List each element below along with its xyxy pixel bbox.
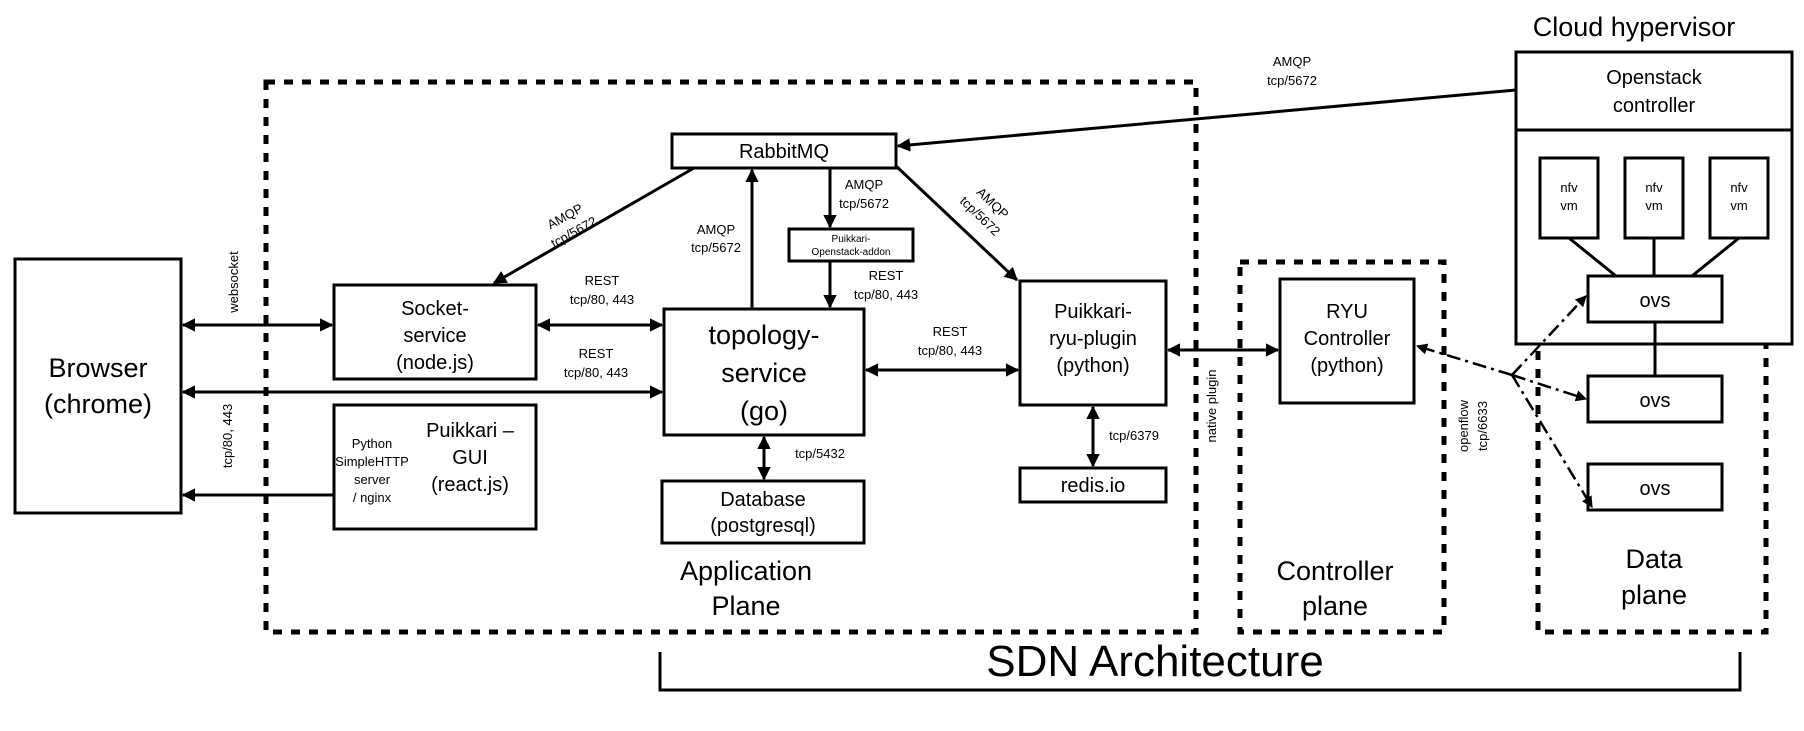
nfv-vm-3 [1708,156,1770,240]
puikkari-gui-box [332,403,538,531]
ovs-1-label: ovs [1639,290,1670,312]
amqp-cloud-label-2: tcp/5672 [1267,73,1317,88]
rest-addon-label-2: tcp/80, 443 [854,287,918,302]
gui-server-label-3: server [354,472,391,487]
gui-title-label-1: Puikkari – [426,420,515,442]
rabbitmq-ryuplugin-arrow [894,164,1019,282]
application-plane-zone [263,79,1199,635]
amqp-addon-label-2: tcp/5672 [839,196,889,211]
redis-box [1018,466,1168,504]
vm3-ovs-link [1691,236,1740,278]
ryu-controller-label-1: RYU [1326,301,1368,323]
rest-browser-label-2: tcp/80, 443 [564,365,628,380]
amqp-addon-label-1: AMQP [845,177,883,192]
topology-service-label-1: topology- [708,320,819,350]
ovs-2-label: ovs [1639,390,1670,412]
rest-socket-label-1: REST [585,273,620,288]
rest-addon-label-1: REST [869,268,904,283]
nfv-vm-3-label-1: nfv [1730,180,1748,195]
topology-service-box [662,307,866,437]
openflow-label-1: openflow [1456,399,1471,452]
amqp-topology-label-2: tcp/5672 [691,240,741,255]
rabbitmq-box [670,132,898,170]
rabbitmq-label: RabbitMQ [739,141,829,163]
ryu-controller-box [1278,277,1416,405]
socket-service-label-1: Socket- [401,298,469,320]
nfv-vm-2-label-2: vm [1645,198,1662,213]
vm1-ovs-link [1568,236,1617,278]
openstack-controller-label-1: Openstack [1606,67,1703,89]
redis-port-label: tcp/6379 [1109,428,1159,443]
ryu-plugin-label-2: ryu-plugin [1049,328,1137,350]
database-box [660,479,866,545]
nfv-vm-1-label-2: vm [1560,198,1577,213]
database-label-1: Database [720,489,806,511]
data-plane-label-2: plane [1621,580,1687,610]
ovs-box-3 [1586,462,1724,512]
native-plugin-label: native plugin [1204,370,1219,443]
openstack-addon-label-2: Openstack-addon [812,247,891,258]
data-plane-label-1: Data [1625,544,1683,574]
gui-server-label-1: Python [352,436,392,451]
openflow-ovs3-arrow [1510,374,1594,508]
database-label-2: (postgresql) [710,515,816,537]
nfv-vm-2-label-1: nfv [1645,180,1663,195]
socket-service-label-2: service [403,325,466,347]
db-port-label: tcp/5432 [795,446,845,461]
browser-label-2: (chrome) [44,389,152,419]
nfv-vm-2 [1623,156,1685,240]
sdn-architecture-bracket [658,652,1742,692]
browser-label-1: Browser [48,353,147,383]
amqp-cloud-label-1: AMQP [1273,54,1311,69]
gui-title-label-3: (react.js) [431,474,509,496]
openflow-label-2: tcp/6633 [1475,401,1490,451]
openflow-controller-arrow [1415,343,1513,377]
topology-service-label-3: (go) [740,396,788,426]
amqp-socket-label: AMQP tcp/5672 [545,200,600,250]
rest-ryuplugin-label-1: REST [933,324,968,339]
websocket-label: websocket [226,251,241,314]
gui-server-label-2: SimpleHTTP [335,454,409,469]
nfv-vm-1-label-1: nfv [1560,180,1578,195]
ryu-plugin-box [1018,279,1168,407]
openstack-controller-label-2: controller [1613,95,1696,117]
socket-service-box [332,283,538,381]
cloud-hypervisor-title: Cloud hypervisor [1533,12,1736,42]
ovs-3-label: ovs [1639,478,1670,500]
ovs-box-1 [1586,274,1724,324]
controller-plane-label-1: Controller [1276,556,1393,586]
rest-ryuplugin-label-2: tcp/80, 443 [918,343,982,358]
controller-plane-label-2: plane [1302,591,1368,621]
rest-browser-label-1: REST [579,346,614,361]
amqp-topology-label-1: AMQP [697,222,735,237]
gui-server-label-4: / nginx [353,490,392,505]
rest-socket-label-2: tcp/80, 443 [570,292,634,307]
ryu-plugin-label-3: (python) [1056,355,1129,377]
openstack-addon-label-1: Puikkari- [832,234,871,245]
openflow-ovs2-arrow [1511,373,1588,402]
browser-box [13,257,183,515]
controller-plane-zone [1237,259,1447,635]
gui-title-label-2: GUI [452,447,488,469]
openflow-ovs1-arrow [1511,295,1587,376]
redis-label: redis.io [1061,475,1125,497]
socket-service-label-3: (node.js) [396,352,474,374]
ryu-plugin-label-1: Puikkari- [1054,301,1132,323]
ryu-controller-label-3: (python) [1310,355,1383,377]
ovs-box-2 [1586,374,1724,424]
gui-http-label: tcp/80, 443 [220,404,235,468]
application-plane-label-1: Application [680,556,812,586]
openstack-addon-box [787,227,915,263]
nfv-vm-3-label-2: vm [1730,198,1747,213]
cloud-rabbitmq-arrow [896,88,1517,152]
application-plane-label-2: Plane [711,591,780,621]
ryu-controller-label-2: Controller [1304,328,1391,350]
topology-service-label-2: service [721,358,807,388]
sdn-architecture-title: SDN Architecture [986,637,1323,686]
rabbitmq-socket-arrow [492,166,695,285]
